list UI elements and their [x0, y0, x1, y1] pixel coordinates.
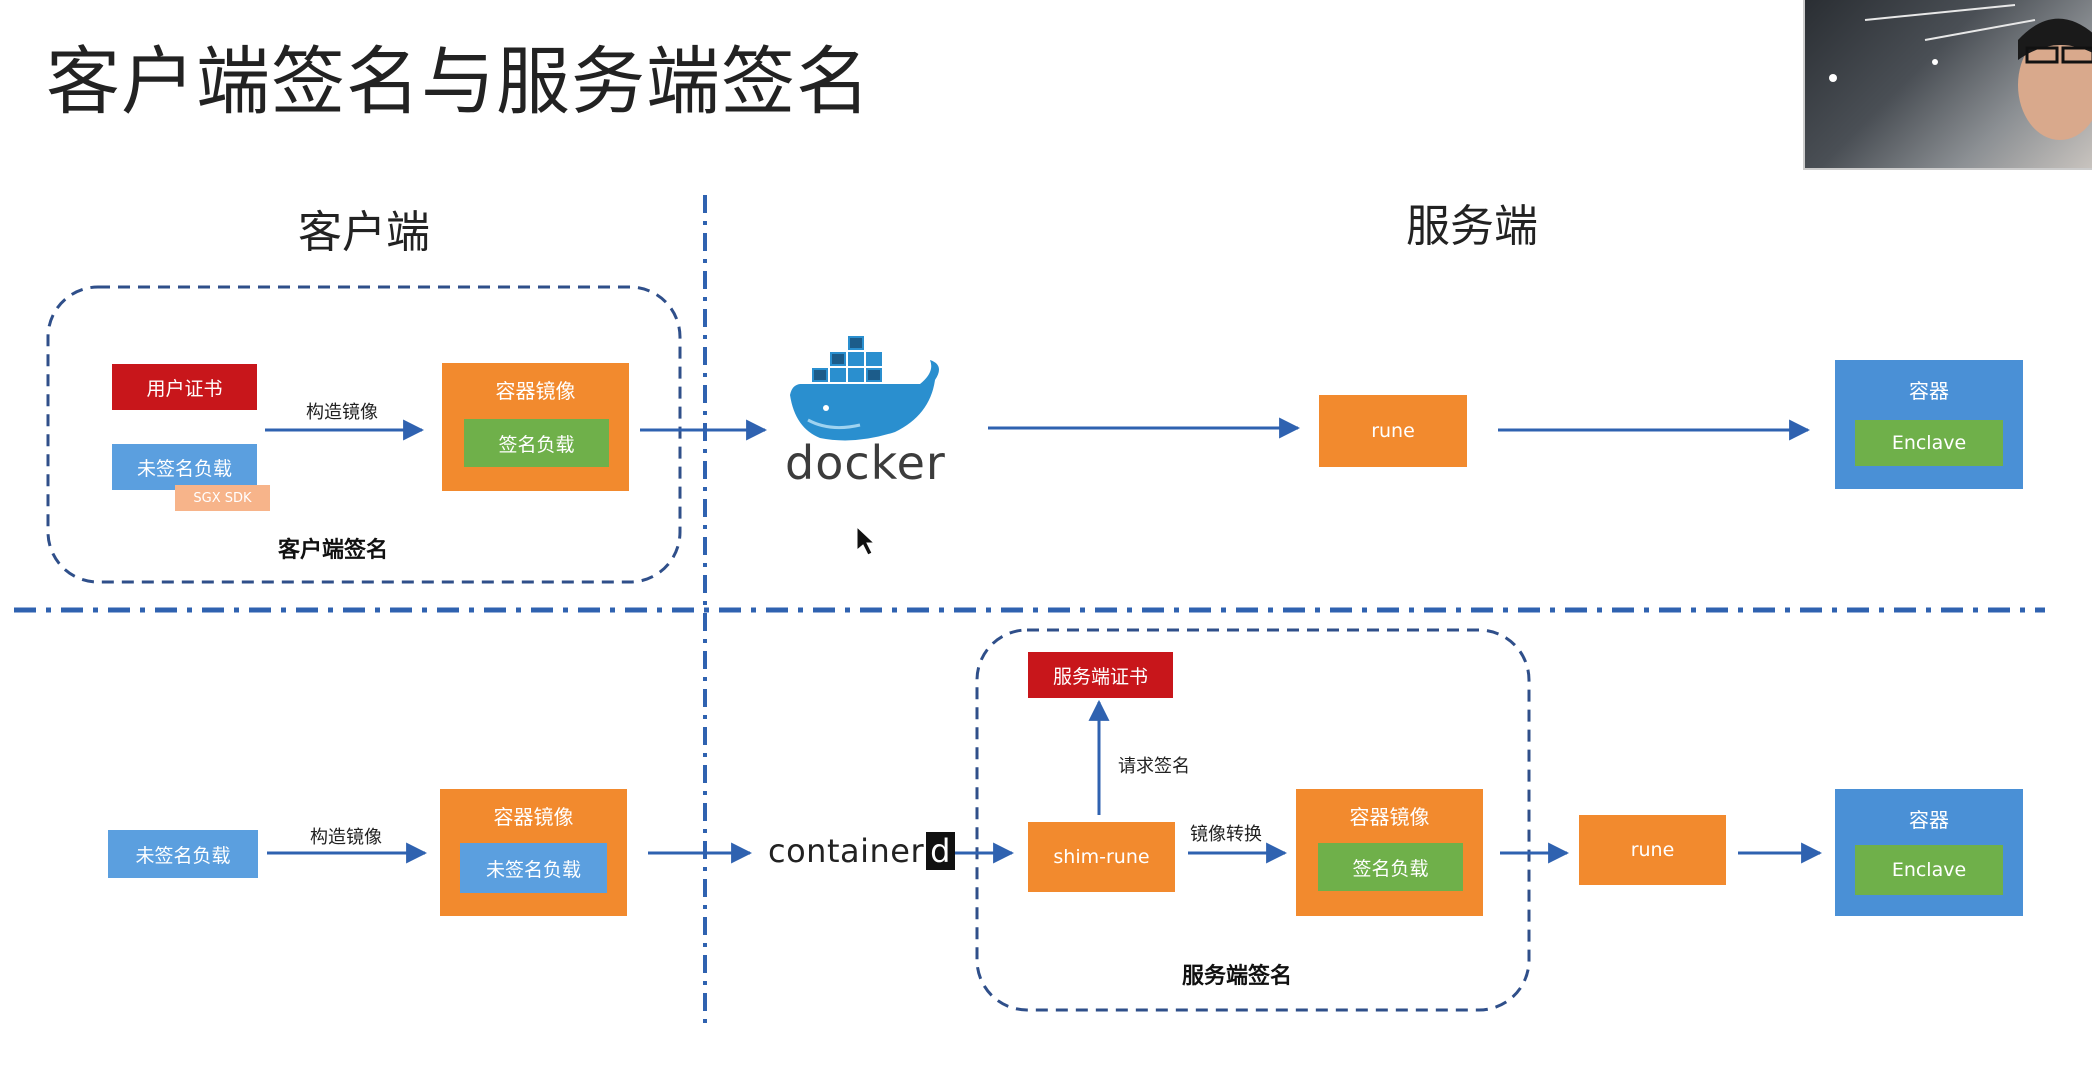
- shim-rune-box: shim-rune: [1028, 822, 1175, 892]
- build-image-label-bottom: 构造镜像: [310, 827, 382, 848]
- container-image-box-bottom: 容器镜像 未签名负载: [440, 789, 627, 916]
- server-sign-group-border: [975, 628, 1531, 1012]
- server-sign-label: 服务端签名: [1182, 964, 1293, 989]
- container-image-title-bottom: 容器镜像: [493, 805, 574, 829]
- docker-logo-text: docker: [785, 436, 946, 490]
- docker-whale-icon: [790, 336, 939, 441]
- client-section-title: 客户端: [298, 207, 430, 258]
- unsigned-payload-box: 未签名负载: [112, 444, 257, 490]
- webcam-feed: [1803, 0, 2092, 170]
- server-cert-box: 服务端证书: [1028, 652, 1173, 698]
- client-sign-label: 客户端签名: [278, 538, 389, 563]
- rune-box-bottom: rune: [1579, 815, 1726, 885]
- signed-payload-box-bottom: 签名负载: [1318, 843, 1463, 891]
- inner-unsigned-payload-box: 未签名负载: [460, 843, 607, 893]
- image-convert-label: 镜像转换: [1190, 824, 1262, 845]
- mouse-cursor-icon: [856, 525, 876, 556]
- container-title-bottom: 容器: [1909, 808, 1949, 832]
- container-image-title: 容器镜像: [495, 379, 576, 403]
- container-image-title-server: 容器镜像: [1349, 805, 1430, 829]
- rune-box-top: rune: [1319, 395, 1467, 467]
- server-section-title: 服务端: [1406, 201, 1538, 252]
- containerd-logo-text: container: [768, 832, 925, 870]
- enclave-box-top: Enclave: [1855, 420, 2003, 466]
- user-cert-box: 用户证书: [112, 364, 257, 410]
- page-title: 客户端签名与服务端签名: [46, 39, 871, 125]
- sgx-sdk-tag: SGX SDK: [175, 485, 270, 511]
- container-image-box-server: 容器镜像 签名负载: [1296, 789, 1483, 916]
- container-box-top: 容器 Enclave: [1835, 360, 2023, 489]
- container-box-bottom: 容器 Enclave: [1835, 789, 2023, 916]
- container-title-top: 容器: [1909, 379, 1949, 403]
- container-image-box-top: 容器镜像 签名负载: [442, 363, 629, 491]
- webcam-person-icon: [1829, 4, 2092, 140]
- build-image-label-top: 构造镜像: [306, 402, 378, 423]
- unsigned-payload-box-bottom: 未签名负载: [108, 830, 258, 878]
- enclave-box-bottom: Enclave: [1855, 845, 2003, 895]
- client-sign-group-border: [46, 285, 682, 584]
- containerd-logo-mark: d: [926, 832, 955, 870]
- request-sign-label: 请求签名: [1118, 756, 1190, 777]
- signed-payload-box-top: 签名负载: [464, 419, 609, 467]
